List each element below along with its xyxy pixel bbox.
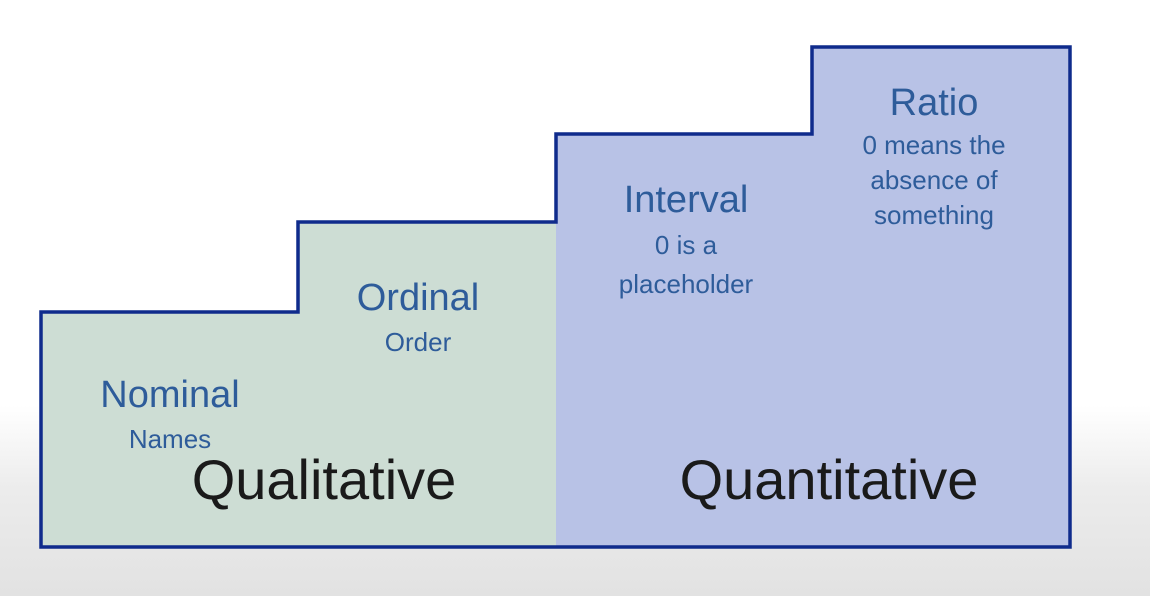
qualitative-region <box>41 222 556 547</box>
ordinal-title: Ordinal <box>356 277 480 319</box>
ordinal-description: Order <box>384 327 452 357</box>
interval-description-line-2: placeholder <box>618 269 754 299</box>
quantitative-region <box>556 47 1070 547</box>
nominal-description: Names <box>128 424 212 454</box>
ratio-description-line-1: 0 means the <box>862 130 1006 160</box>
staircase-outline <box>39 45 1072 549</box>
quantitative-group-label: Quantitative <box>679 448 979 511</box>
interval-description-line-1: 0 is a <box>654 230 718 260</box>
ratio-title: Ratio <box>889 82 979 124</box>
qualitative-group-label: Qualitative <box>191 448 457 511</box>
ratio-description-line-3: something <box>874 200 994 230</box>
interval-title: Interval <box>623 179 749 221</box>
ratio-description-line-2: absence of <box>870 165 998 195</box>
nominal-title: Nominal <box>100 374 240 416</box>
